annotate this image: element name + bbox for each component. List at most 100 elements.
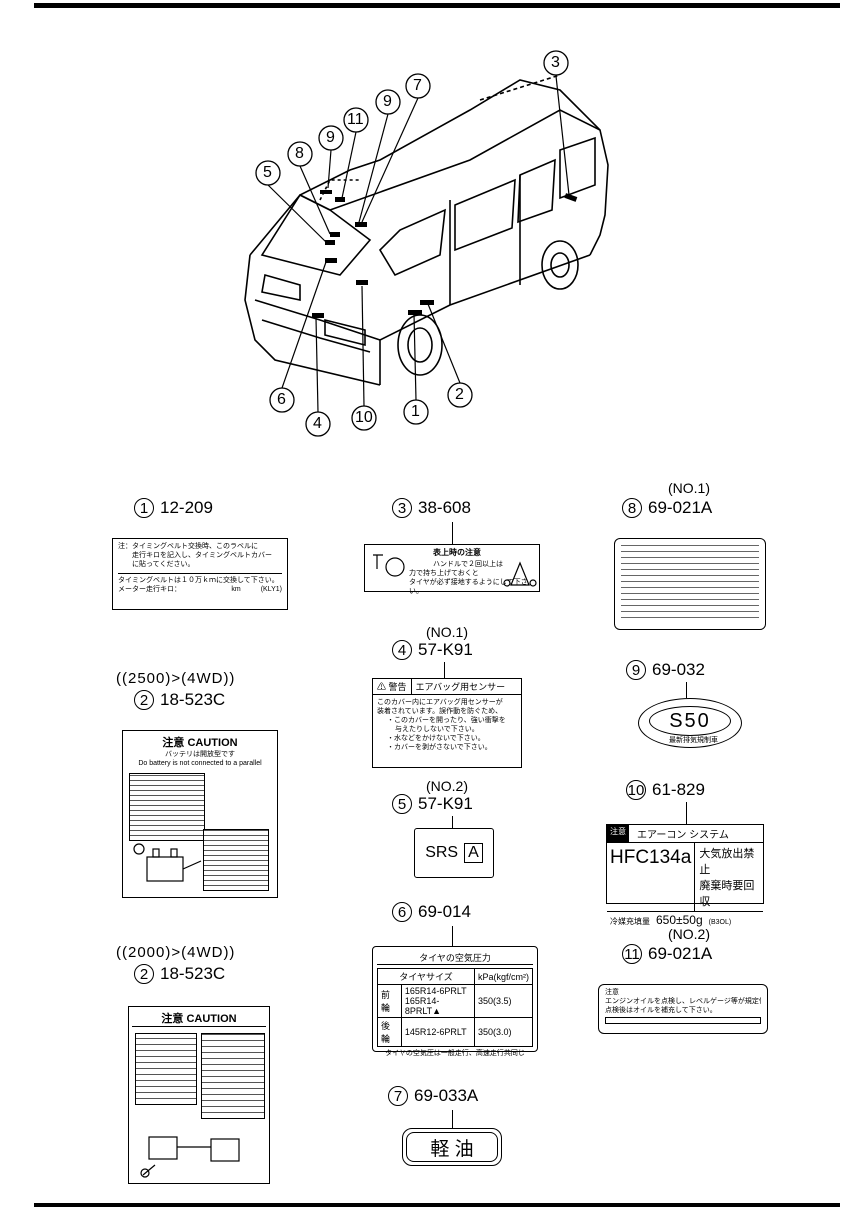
label-panel — [201, 1033, 265, 1119]
callout-1: 1 — [411, 403, 420, 420]
callout-9b: 9 — [326, 129, 335, 146]
label-body: このカバー内にエアバッグ用センサーが 装着されています。誤作動を防ぐため、 ・こ… — [373, 695, 521, 755]
caution-badge: 注意 — [607, 825, 629, 842]
label-text: ハンドルで２回以上は — [433, 561, 503, 568]
battery-illustration — [140, 1136, 240, 1178]
table-header: kPa(kgf/cm²) — [473, 968, 534, 985]
part-code: 69-032 — [652, 660, 705, 679]
part-code: 69-014 — [418, 902, 471, 921]
callout-5: 5 — [263, 164, 272, 181]
part-num-circle: 10 — [626, 780, 646, 800]
label-code: (KLY1) — [260, 586, 282, 593]
label-18-523c-a: 注意 CAUTION バッテリは開放型です Do battery is not … — [122, 730, 278, 898]
label-text: ・このカバーを開ったり、強い衝撃を — [387, 717, 506, 724]
warn-badge: ⚠ 警告 — [373, 679, 412, 694]
leader — [686, 682, 687, 698]
label-title: 注意 — [605, 989, 619, 996]
label-69-032: S50 最新排気規制車 — [638, 698, 742, 748]
part-num-circle: 2 — [134, 964, 154, 984]
label-57-k91-no2: SRS A — [414, 828, 494, 878]
variant-2000: ((2000)>(4WD)) — [116, 944, 236, 961]
part-label-8: 8 69-021A — [622, 498, 712, 518]
label-text: Do battery is not connected to a paralle… — [138, 760, 262, 767]
part-label-6: 6 69-014 — [392, 902, 471, 922]
part-code: 18-523C — [160, 964, 226, 983]
callout-4: 4 — [313, 415, 322, 432]
tire-size: 165R14-8PRLT▲ — [404, 996, 442, 1016]
label-body: HFC134a 大気放出禁止 廃棄時要回収 — [607, 843, 763, 912]
label-panel — [135, 1033, 197, 1105]
label-text: タイミングベルトは１０万ｋｍに交換して下さい。 — [118, 577, 279, 584]
leader — [452, 522, 453, 544]
note-no2-11: (NO.2) — [668, 926, 710, 942]
jack-icon — [503, 561, 537, 587]
leader — [452, 1110, 453, 1128]
part-num-circle: 9 — [626, 660, 646, 680]
table-cell: 145R12-6PRLT — [400, 1017, 475, 1047]
label-text: 廃棄時要回収 — [699, 880, 755, 908]
variant-2500: ((2500)>(4WD)) — [116, 670, 236, 687]
label-text: 冷媒充填量 — [610, 917, 650, 926]
label-text: エンジンオイルを点検し、レベルゲージ等が規定値を超えないこと。 — [605, 998, 761, 1005]
table-cell: 後輪 — [377, 1017, 402, 1047]
label-text: ・水などをかけないで下さい。 — [387, 735, 485, 742]
oval-inner: S50 — [649, 706, 731, 736]
label-sub: 最新排気規制車 — [669, 737, 718, 744]
label-text: タイヤが必ず接地するようにして下さい。 — [409, 579, 528, 595]
label-panel — [129, 773, 205, 841]
table-cell: 350(3.5) — [473, 984, 534, 1018]
part-num-circle: 4 — [392, 640, 412, 660]
refrigerant-type: HFC134a — [607, 843, 696, 911]
warning-pictogram-icon — [373, 554, 405, 577]
part-label-3: 3 38-608 — [392, 498, 471, 518]
part-num-circle: 5 — [392, 794, 412, 814]
label-unit: km — [231, 586, 241, 593]
part-label-9: 9 69-032 — [626, 660, 705, 680]
label-panel — [203, 829, 269, 891]
part-code: 69-021A — [648, 944, 713, 963]
label-footer: 冷媒充填量 650±50g (B3OL) — [607, 912, 763, 928]
label-69-033a: 軽 油 — [402, 1128, 502, 1166]
table-cell: 前輪 — [377, 984, 402, 1018]
part-code: 57-K91 — [418, 794, 473, 813]
part-code: 69-033A — [414, 1086, 479, 1105]
part-code: 57-K91 — [418, 640, 473, 659]
label-text: バッテリは開放型です — [165, 751, 235, 758]
battery-illustration — [133, 843, 202, 882]
text-block — [621, 543, 759, 623]
label-inner: 軽 油 — [406, 1132, 498, 1162]
part-label-4: 4 57-K91 — [392, 640, 473, 660]
part-label-5: 5 57-K91 — [392, 794, 473, 814]
part-label-2a: 2 18-523C — [134, 690, 225, 710]
part-code: 12-209 — [160, 498, 213, 517]
leader — [686, 802, 687, 824]
part-label-11: 11 69-021A — [622, 944, 712, 964]
label-text: 与えたりしないで下さい。 — [395, 726, 479, 733]
leader — [452, 926, 453, 946]
bottom-rule — [34, 1203, 840, 1207]
label-38-608: 表上時の注意 ハンドルで２回以上は 力で持ち上げておくと タイヤが必ず接地するよ… — [364, 544, 540, 595]
callout-9: 9 — [383, 93, 392, 110]
label-header: 注意 エアーコン システム — [607, 825, 763, 843]
label-69-021a-no2: 注意 エンジンオイルを点検し、レベルゲージ等が規定値を超えないこと。 点検後はオ… — [598, 984, 768, 1034]
label-text: 力で持ち上げておくと — [409, 570, 479, 577]
label-title: 表上時の注意 — [433, 548, 481, 557]
tire-size: 165R14-6PRLT — [404, 986, 467, 996]
fill-amount: 650±50g — [656, 913, 703, 927]
callout-10: 10 — [355, 409, 373, 426]
label-text: 注：タイミングベルト交換時、このラベルに — [118, 543, 258, 550]
label-text: 装着されています。誤作動を防ぐため、 — [377, 708, 503, 715]
leader — [452, 816, 453, 828]
label-title: エアーコン システム — [637, 830, 729, 841]
table-header: タイヤサイズ — [377, 968, 475, 985]
part-num-circle: 3 — [392, 498, 412, 518]
label-57-k91-no1: ⚠ 警告 エアバッグ用センサー このカバー内にエアバッグ用センサーが 装着されて… — [372, 678, 522, 768]
label-text: ・カバーを剥がさないで下さい。 — [387, 744, 492, 751]
part-label-10: 10 61-829 — [626, 780, 705, 800]
label-title: 注意 CAUTION — [162, 737, 238, 749]
part-num-circle: 1 — [134, 498, 154, 518]
part-num-circle: 11 — [622, 944, 642, 964]
